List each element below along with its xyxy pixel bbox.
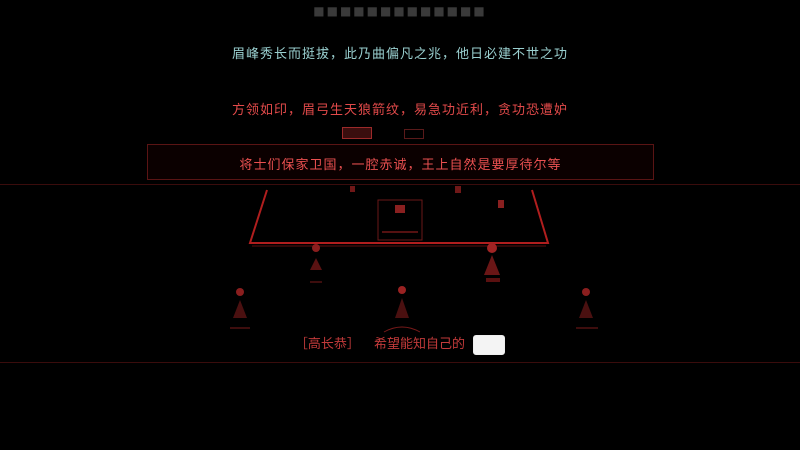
speaker-name: ［高长恭］ — [294, 337, 360, 352]
dialogue-line-red: 方领如印，眉弓生天狼箭纹，易急功近利，贪功恐遭妒 — [231, 103, 568, 118]
throne-figure — [377, 199, 423, 241]
bottom-dialogue-text: 希望能知自己的 — [374, 337, 466, 352]
hall-frame — [248, 189, 550, 244]
figure-right-outer — [576, 288, 598, 329]
figure-general-left — [310, 244, 322, 283]
divider-top — [0, 184, 800, 185]
main-dialogue-text: 将士们保家卫国，一腔赤诚，王上自然是要厚待尔等 — [239, 158, 562, 173]
dialogue-line-cyan: 眉峰秀长而挺拔，此乃曲偏凡之兆，他日必建不世之功 — [231, 47, 568, 62]
main-dialogue-box[interactable]: 将士们保家卫国，一腔赤诚，王上自然是要厚待尔等 — [147, 144, 654, 180]
highlight-box — [473, 334, 506, 355]
indicator-box-right — [404, 129, 424, 139]
figure-center-front — [383, 286, 421, 333]
indicator-box-left — [342, 127, 372, 139]
mid-indicator — [342, 127, 462, 139]
figure-left-outer — [230, 288, 250, 329]
dim-title-text: ■■■■■■■■■■■■■ — [313, 4, 487, 18]
divider-bottom — [0, 362, 800, 363]
bottom-dialogue[interactable]: ［高长恭］ 希望能知自己的 — [0, 333, 800, 355]
figure-general-right — [484, 243, 500, 282]
back-figures — [350, 186, 504, 208]
